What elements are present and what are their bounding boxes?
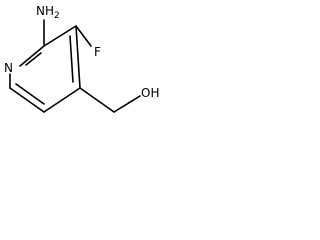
bond-c5-c6 [9,87,45,113]
bond-c4-ch2 [79,87,115,113]
hydroxyl-label: OH [141,86,159,100]
ring-nitrogen-label: N [4,61,13,75]
amine-nh: NH [36,4,54,18]
bond-c3-c4 [75,25,81,89]
fluorine-label: F [94,45,101,59]
amine-label: NH2 [36,4,60,21]
bond-c2-n1-inner [25,52,42,66]
bond-ch2-oh [113,95,141,113]
pyridine-ring [9,25,81,113]
bond-c5-c6-inner [15,83,45,105]
amine-subscript: 2 [54,11,60,21]
bond-c3-f [75,25,92,47]
bond-c3-c4-inner [69,35,74,83]
bond-c2-c3 [43,25,77,47]
bond-c4-c5 [43,87,81,113]
molecule-structure: NH2 F N OH [4,4,159,113]
bond-c2-n1 [19,45,45,67]
